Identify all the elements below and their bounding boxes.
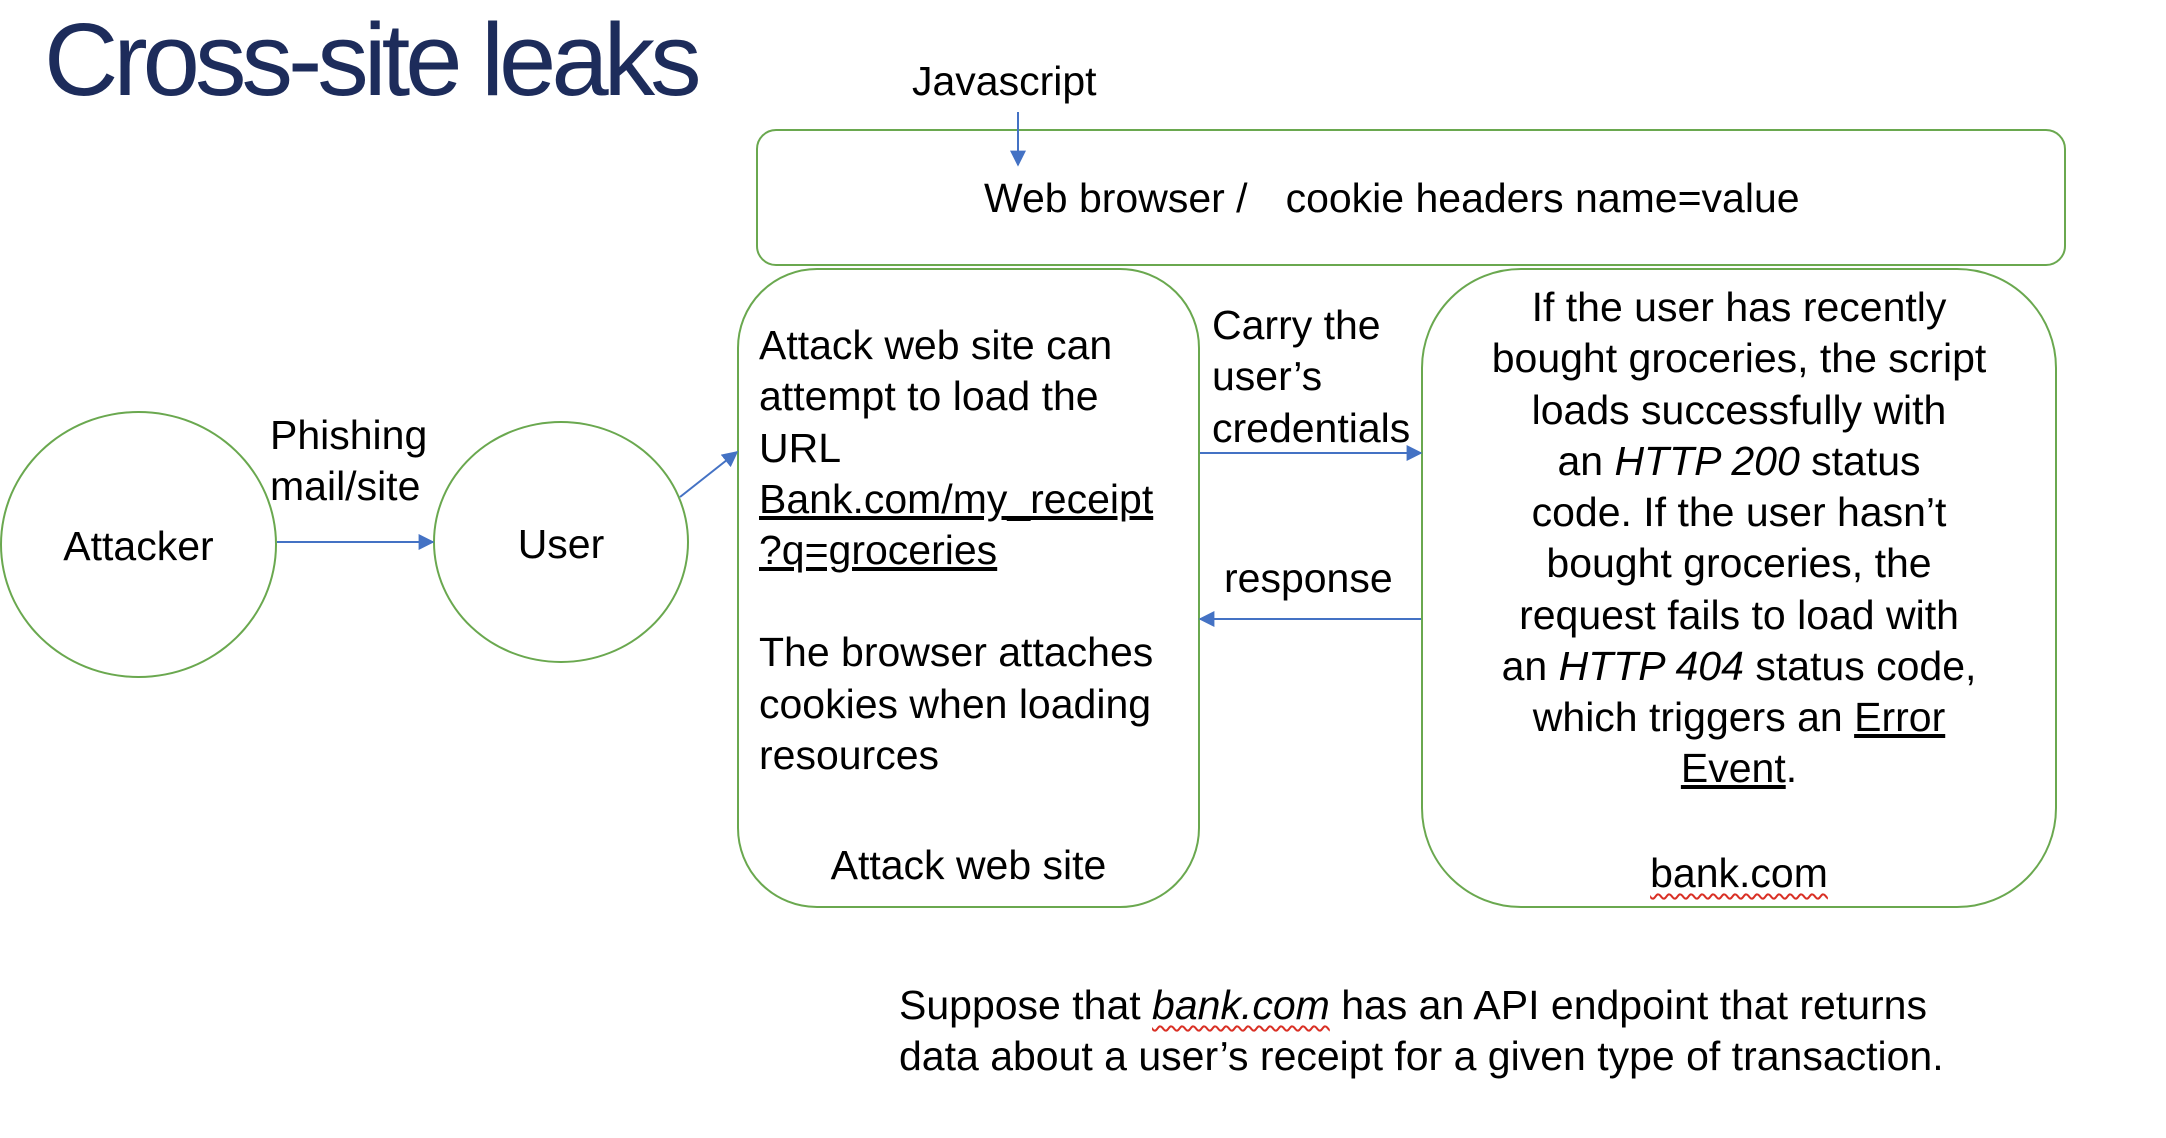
bank-line: an HTTP 404 status code, <box>1501 642 1977 689</box>
attack-site-line: resources <box>759 731 940 778</box>
bank-caption: bank.com <box>1423 848 2055 899</box>
web-browser-box: Web browser / cookie headers name=value <box>756 129 2066 266</box>
carry-line3: credentials <box>1212 404 1411 451</box>
bank-line: loads successfully with <box>1531 386 1947 433</box>
attack-site-line: cookies when loading <box>759 680 1152 727</box>
http-200: HTTP 200 <box>1614 437 1800 484</box>
web-browser-text: Web browser / <box>984 175 1248 221</box>
phishing-line2: mail/site <box>270 463 421 510</box>
bank-line: request fails to load with <box>1519 591 1959 638</box>
bank-line: code. If the user hasn’t <box>1531 489 1947 535</box>
bank-text: If the user has recently bought grocerie… <box>1423 282 2055 795</box>
attack-site-box: Attack web site can attempt to load the … <box>737 268 1200 908</box>
response-label: response <box>1224 555 1393 601</box>
bank-line: which triggers an Error <box>1532 694 1946 740</box>
attack-site-text: Attack web site can attempt to load the … <box>759 320 1153 781</box>
footnote-line1: Suppose that bank.com has an API endpoin… <box>899 982 1927 1028</box>
attack-url-query: ?q=groceries <box>759 527 998 573</box>
attack-site-line: Attack web site can <box>759 322 1113 368</box>
footnote-bank-em: bank.com <box>1152 982 1330 1028</box>
http-404: HTTP 404 <box>1558 642 1744 689</box>
phishing-label: Phishing mail/site <box>270 410 427 513</box>
attack-site-line: URL <box>759 424 842 471</box>
bank-box: If the user has recently bought grocerie… <box>1421 268 2057 908</box>
cookie-headers-text: cookie headers name=value <box>1285 175 1800 221</box>
attacker-label: Attacker <box>63 523 214 569</box>
bank-line: bought groceries, the script <box>1491 335 1987 382</box>
error-event-link: Error <box>1854 694 1946 740</box>
bank-caption-text: bank.com <box>1650 850 1828 896</box>
carry-credentials-label: Carry the user’s credentials <box>1212 300 1410 454</box>
error-event-link-2: Event <box>1680 745 1786 792</box>
javascript-label: Javascript <box>912 58 1097 104</box>
bank-line: If the user has recently <box>1531 284 1947 330</box>
attacker-node: Attacker <box>0 411 277 678</box>
arrow-user-to-attack-site <box>679 451 739 498</box>
bank-line: an HTTP 200 status <box>1557 437 1921 484</box>
page-title: Cross-site leaks <box>44 2 702 117</box>
attack-site-line: The browser attaches <box>759 629 1154 676</box>
carry-line1: Carry the <box>1212 302 1381 348</box>
attack-url-link: Bank.com/my_receipt <box>759 475 1154 522</box>
web-browser-label: Web browser / cookie headers name=value <box>984 173 1800 224</box>
attack-site-caption: Attack web site <box>830 842 1107 888</box>
footnote-line2: data about a user’s receipt for a given … <box>899 1033 1944 1080</box>
footnote: Suppose that bank.com has an API endpoin… <box>899 980 1944 1083</box>
phishing-line1: Phishing <box>270 412 428 458</box>
attack-site-line: attempt to load the <box>759 373 1099 420</box>
bank-line: bought groceries, the <box>1546 540 1932 587</box>
user-label: User <box>517 521 605 567</box>
carry-line2: user’s <box>1212 353 1323 400</box>
bank-line: Event. <box>1680 745 1798 792</box>
